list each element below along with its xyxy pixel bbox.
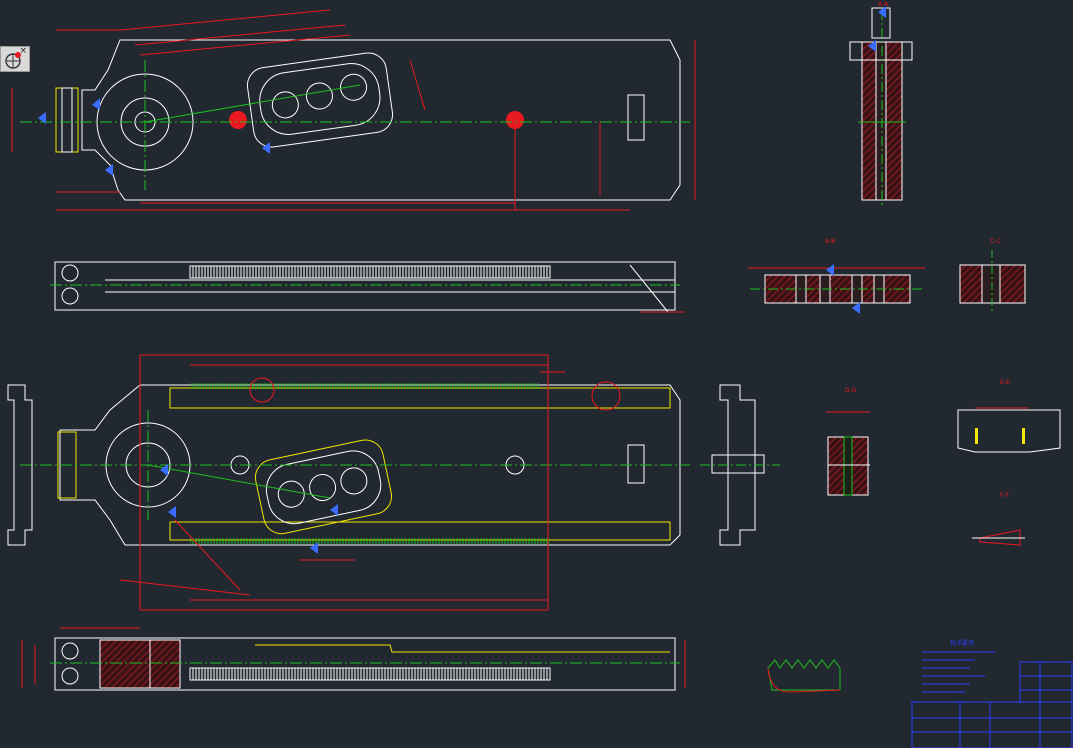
technical-notes: 技术要求: [922, 639, 995, 693]
section-label: C-C: [990, 238, 1001, 245]
notes-heading: 技术要求: [950, 639, 974, 647]
title-block: [911, 661, 1073, 748]
section-label: E-E: [1000, 379, 1010, 386]
section-label: B-B: [825, 238, 835, 245]
section-a-a: [849, 6, 913, 205]
section-e-e: [957, 407, 1061, 453]
view-bottom-plan: [21, 627, 686, 691]
section-label: A-A: [878, 1, 889, 8]
section-c-c: [959, 250, 1026, 312]
view-main-elevation: [7, 354, 690, 611]
view-plan-strip: [50, 261, 685, 313]
section-b-b: [748, 264, 925, 314]
section-label: D-D: [845, 387, 857, 394]
detail-gear-teeth: [767, 659, 841, 693]
view-top-elevation: [11, 9, 696, 211]
section-f-f: [972, 529, 1025, 546]
close-icon[interactable]: ×: [19, 46, 27, 56]
section-label: F-F: [1000, 492, 1010, 499]
side-profile-view: [700, 384, 780, 546]
navigation-tool-widget[interactable]: ×: [0, 46, 30, 72]
navigate-orbit-icon[interactable]: [4, 51, 24, 69]
section-d-d: [826, 411, 870, 496]
